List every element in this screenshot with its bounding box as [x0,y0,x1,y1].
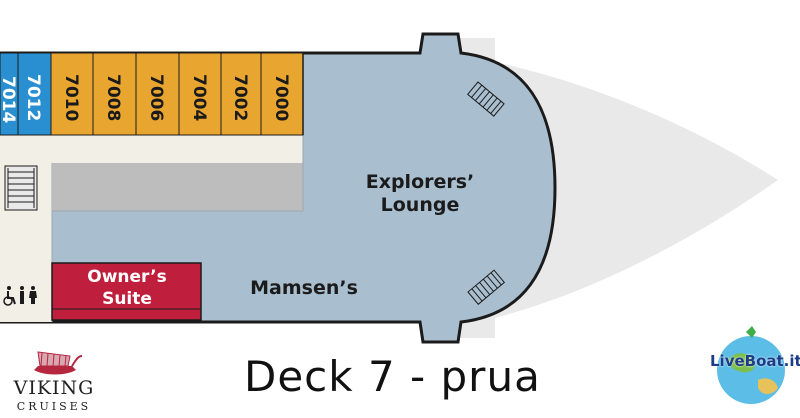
viking-cruises-logo: VIKING CRUISES [4,344,104,418]
stairs-icon [467,81,505,117]
owners-suite-label-line1: Owner’s [87,267,166,287]
viking-ship-logo-icon [34,351,83,375]
deck-title: Deck 7 - prua [244,352,541,401]
brand-subtitle: CRUISES [16,400,92,413]
cabin-number-7010: 7010 [61,74,81,121]
restroom-icon [20,286,37,304]
explorers-lounge-label-line1: Explorers’ [366,171,475,193]
cabin-7000[interactable] [260,52,304,136]
explorers-lounge-label-line2: Lounge [381,194,460,216]
stairs-icon [467,269,506,305]
cabin-7002[interactable] [220,52,262,136]
cabin-7010[interactable] [50,52,94,136]
owners-suite[interactable] [51,262,202,321]
stairs-icon [4,165,38,211]
cabin-number-7000: 7000 [271,74,291,121]
cabin-7004[interactable] [178,52,222,136]
cabin-number-7008: 7008 [103,74,123,121]
service-block [52,163,303,211]
watermark-text: LiveBoat.it [710,352,800,370]
brand-name: VIKING [13,377,95,399]
cabin-number-7014: 7014 [0,76,18,123]
cabin-number-7012: 7012 [23,74,43,121]
cabin-number-7006: 7006 [146,74,166,121]
cabin-number-7002: 7002 [230,74,250,121]
mamsens-label: Mamsen’s [250,277,358,299]
liveboat-watermark: LiveBoat.it [706,322,800,412]
accessible-toilet-icon [3,286,16,306]
globe-icon [717,326,785,404]
cabin-number-7004: 7004 [189,74,209,121]
owners-suite-label-line2: Suite [102,289,152,309]
